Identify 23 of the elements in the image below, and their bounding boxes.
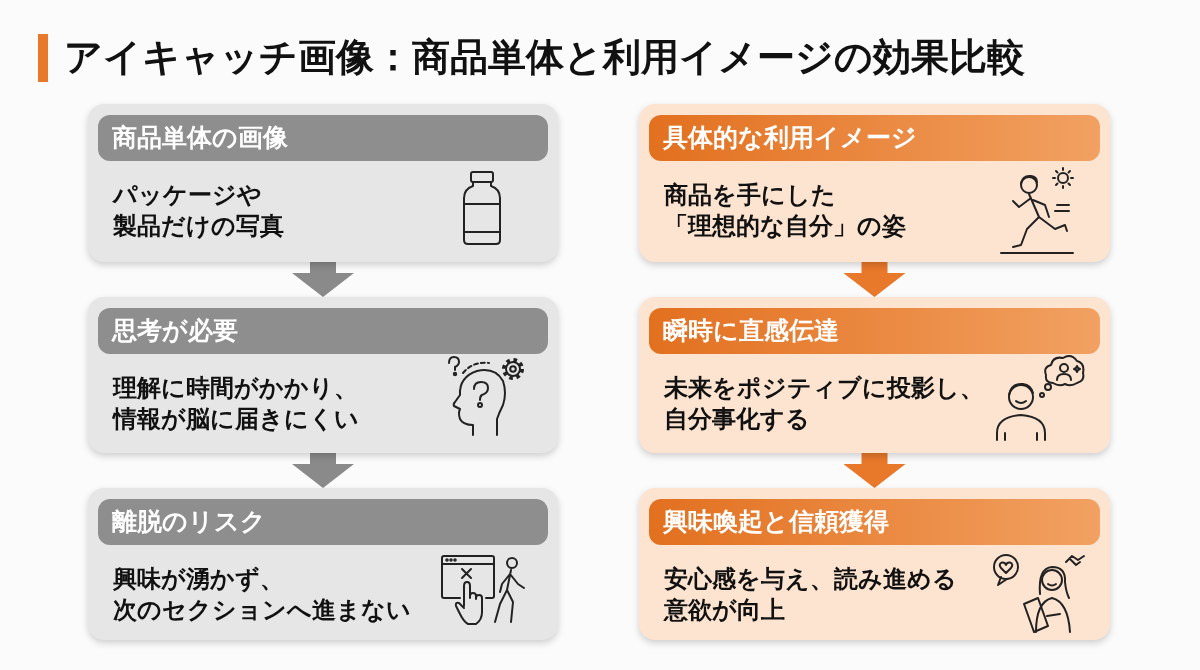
card-heading-bar: 商品単体の画像 bbox=[98, 115, 548, 161]
card-description: 安心感を与え、読み進める意欲が向上 bbox=[664, 564, 957, 626]
card-description: 興味が湧かず、次のセクションへ進まない bbox=[113, 564, 411, 626]
card-heading-bar: 瞬時に直感伝達 bbox=[649, 308, 1100, 354]
card-description: 未来をポジティブに投影し、自分事化する bbox=[664, 373, 984, 435]
process-card bbox=[88, 488, 558, 640]
card-heading-bar: 思考が必要 bbox=[98, 308, 548, 354]
card-heading-bar: 具体的な利用イメージ bbox=[649, 115, 1100, 161]
flow-arrow bbox=[292, 262, 354, 297]
page-title: アイキャッチ画像：商品単体と利用イメージの効果比較 bbox=[64, 34, 1025, 81]
card-heading-bar: 興味喚起と信頼獲得 bbox=[649, 499, 1100, 545]
process-card bbox=[88, 104, 558, 262]
process-card bbox=[639, 297, 1110, 453]
process-card bbox=[88, 297, 558, 453]
card-description: 商品を手にした「理想的な自分」の姿 bbox=[664, 180, 906, 242]
card-description: 理解に時間がかかり、情報が脳に届きにくい bbox=[113, 373, 359, 435]
card-description: パッケージや製品だけの写真 bbox=[113, 180, 284, 242]
flow-arrow bbox=[843, 262, 906, 297]
process-card bbox=[639, 488, 1110, 640]
flow-arrow bbox=[292, 453, 354, 488]
flow-arrow bbox=[843, 453, 906, 488]
card-heading-bar: 離脱のリスク bbox=[98, 499, 548, 545]
process-card bbox=[639, 104, 1110, 262]
